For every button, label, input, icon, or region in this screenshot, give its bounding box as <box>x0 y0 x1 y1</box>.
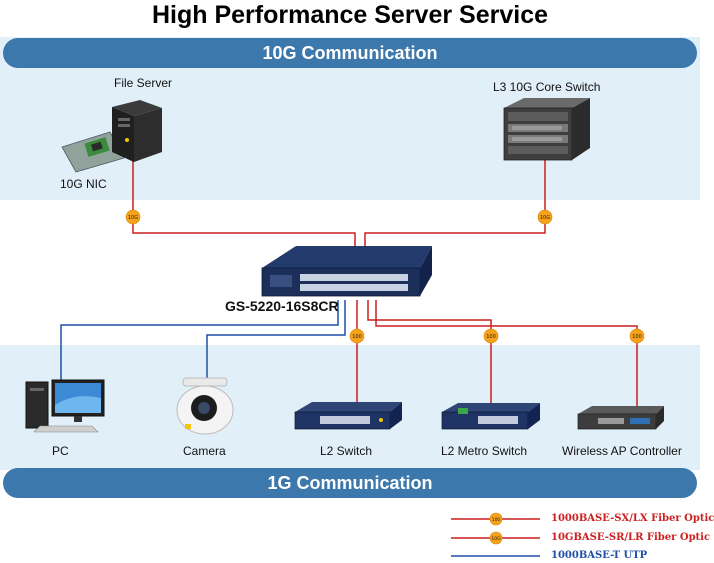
link-l2-metro <box>367 300 492 404</box>
legend-lines <box>451 512 540 557</box>
link-file-server <box>132 158 356 246</box>
band-10g-communication: 10G Communication <box>3 38 697 68</box>
label-file-server: File Server <box>114 76 173 90</box>
badge-l2-switch <box>349 328 365 344</box>
label-wireless-ap-controller: Wireless AP Controller <box>562 444 682 458</box>
camera-icon <box>176 377 234 435</box>
l2-switch-icon <box>294 402 402 430</box>
badge-file-server-10g <box>125 209 141 225</box>
label-main-switch: GS-5220-16S8CR <box>225 298 339 314</box>
nic-card-icon <box>61 131 125 173</box>
diagram-title: High Performance Server Service <box>151 1 549 29</box>
label-l2-switch: L2 Switch <box>320 444 373 458</box>
badge-group <box>125 209 645 344</box>
file-server-icon <box>112 100 162 162</box>
badge-l2-metro <box>483 328 499 344</box>
legend-badge-10gbase-sr <box>489 531 503 545</box>
badge-wireless <box>629 328 645 344</box>
label-camera: Camera <box>183 444 226 458</box>
legend-label-10gbase-sr: 10GBASE-SR/LR Fiber Optic <box>551 532 711 543</box>
badge-l2-switch-text: 100 <box>352 334 362 340</box>
wireless-ap-controller-icon <box>577 406 664 430</box>
core-switch-icon <box>503 98 590 161</box>
main-switch-icon <box>261 246 432 297</box>
l2-metro-switch-icon <box>441 403 540 430</box>
label-l2-metro-switch: L2 Metro Switch <box>441 444 528 458</box>
badge-file-server-10g-text: 10G <box>128 215 138 221</box>
badge-core-10g <box>537 209 553 225</box>
legend-badge-1000base-sx-text: 100 <box>492 517 501 523</box>
band-1g-communication: 1G Communication <box>3 468 697 498</box>
badge-wireless-text: 100 <box>632 334 642 340</box>
legend-label-1000base-sx: 1000BASE-SX/LX Fiber Optic <box>551 513 714 524</box>
legend-badge-1000base-sx <box>489 512 503 526</box>
link-wireless <box>375 300 638 406</box>
pc-icon <box>25 379 105 433</box>
badge-l2-metro-text: 100 <box>486 334 496 340</box>
link-core-switch <box>364 160 546 246</box>
link-camera <box>206 300 346 378</box>
label-core-switch: L3 10G Core Switch <box>493 80 601 94</box>
legend-badge-10gbase-sr-text: 10G <box>491 536 501 542</box>
label-10g-nic: 10G NIC <box>60 177 107 191</box>
badge-core-10g-text: 10G <box>540 215 550 221</box>
label-pc: PC <box>52 444 69 458</box>
link-pc <box>60 300 339 385</box>
legend-label-1000base-t: 1000BASE-T UTP <box>551 550 648 561</box>
